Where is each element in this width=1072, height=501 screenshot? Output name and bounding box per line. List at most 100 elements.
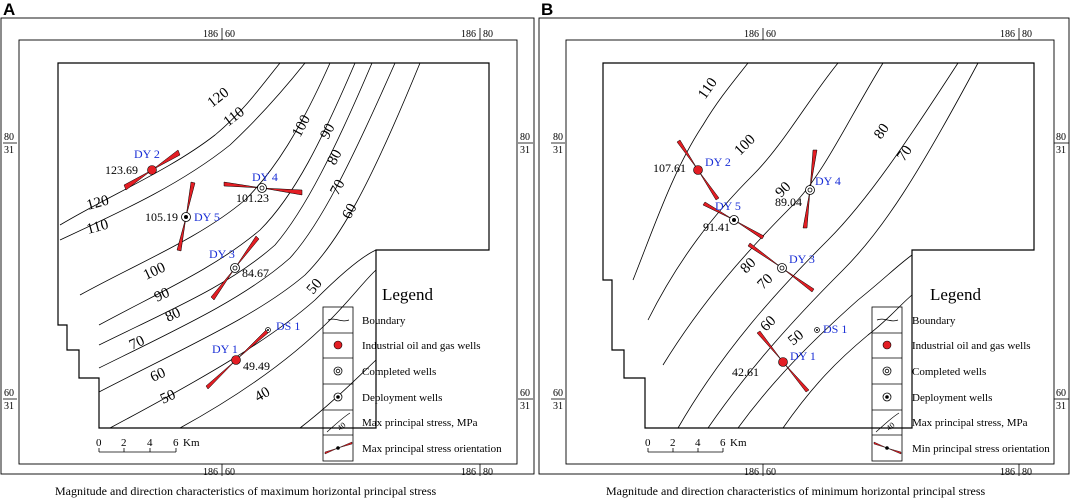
svg-text:6: 6	[720, 437, 726, 449]
svg-text:Completed wells: Completed wells	[362, 366, 436, 378]
svg-text:101.23: 101.23	[236, 191, 269, 205]
completed-well-icon	[230, 263, 240, 273]
well-dy4: DY 4 101.23	[223, 170, 303, 205]
svg-text:DY 4: DY 4	[252, 170, 278, 184]
well-dy2: DY 2 107.61	[653, 139, 731, 201]
svg-text:DY 5: DY 5	[715, 199, 741, 213]
svg-text:80: 80	[738, 255, 760, 277]
svg-text:Boundary: Boundary	[912, 315, 956, 327]
boundary	[602, 62, 1035, 429]
svg-text:70: 70	[755, 271, 777, 293]
svg-text:40: 40	[252, 384, 273, 405]
svg-text:Industrial oil and gas wells: Industrial oil and gas wells	[912, 340, 1031, 352]
svg-text:60: 60	[339, 201, 360, 222]
well-dy2: DY 2 123.69	[105, 147, 181, 191]
svg-text:DY 3: DY 3	[789, 252, 815, 266]
legend: Legend 40 Boundary Industrial oil and ga…	[322, 285, 502, 462]
svg-text:31: 31	[1056, 145, 1066, 156]
well-dy3: DY 3 84.67	[209, 235, 269, 301]
svg-text:2: 2	[670, 437, 676, 449]
svg-text:70: 70	[327, 177, 348, 198]
coord-top-left: 186	[203, 29, 218, 40]
svg-text:40: 40	[885, 420, 897, 432]
contour-sample-icon	[875, 412, 900, 433]
completed-well-icon	[333, 366, 343, 376]
svg-text:DS 1: DS 1	[823, 322, 847, 336]
svg-text:186: 186	[1000, 29, 1015, 40]
well-ds1: DS 1	[265, 319, 300, 333]
svg-text:40: 40	[336, 420, 348, 432]
panel-a-map: 186 60 186 80 186 60 186 80 80 31 60 31 …	[0, 17, 535, 478]
panel-b-letter: B	[541, 0, 554, 19]
svg-text:60: 60	[766, 29, 776, 40]
boundary	[57, 62, 490, 429]
svg-text:60: 60	[1056, 388, 1066, 399]
coord-left-upper-a: 80	[4, 132, 14, 143]
outer-frame	[538, 17, 1070, 475]
well-dy1: DY 1 49.49	[205, 329, 270, 390]
svg-text:60: 60	[758, 313, 780, 335]
svg-text:Km: Km	[183, 437, 200, 449]
svg-text:0: 0	[96, 437, 102, 449]
coord-top-right-b: 80	[483, 29, 493, 40]
svg-text:2: 2	[121, 437, 127, 449]
svg-text:70: 70	[127, 333, 147, 354]
svg-text:107.61: 107.61	[653, 161, 686, 175]
svg-text:50: 50	[158, 387, 178, 408]
svg-text:50: 50	[785, 327, 807, 349]
svg-text:Industrial oil and gas wells: Industrial oil and gas wells	[362, 340, 481, 352]
coord-left-lower-b: 31	[4, 401, 14, 412]
svg-text:80: 80	[163, 305, 183, 326]
coord-bottom-right-b: 80	[483, 467, 493, 478]
panel-a-letter: A	[3, 0, 16, 19]
well-dy5: DY 5 91.41	[702, 199, 765, 240]
coord-bottom-right: 186	[461, 467, 476, 478]
completed-well-icon	[882, 366, 892, 376]
outer-frame	[0, 17, 535, 475]
svg-text:Max principal stress orientati: Max principal stress orientation	[362, 443, 502, 455]
inner-frame	[18, 39, 518, 465]
svg-text:Min principal stress orientati: Min principal stress orientation	[912, 443, 1050, 455]
completed-well-icon	[805, 185, 815, 195]
contour-sample-icon	[326, 412, 351, 433]
svg-text:100: 100	[732, 132, 759, 159]
boundary-icon	[876, 318, 899, 322]
svg-text:4: 4	[147, 437, 153, 449]
svg-text:DY 5: DY 5	[194, 210, 220, 224]
svg-text:91.41: 91.41	[703, 220, 730, 234]
svg-text:84.67: 84.67	[242, 266, 269, 280]
svg-text:80: 80	[1022, 467, 1032, 478]
coord-right-upper-a: 80	[520, 132, 530, 143]
svg-text:110: 110	[695, 75, 721, 102]
scale-bar: 0 2 4 6 Km	[645, 437, 747, 453]
svg-text:DS 1: DS 1	[276, 319, 300, 333]
well-dy5: 105.19 DY 5	[145, 181, 220, 252]
svg-text:DY 2: DY 2	[705, 155, 731, 169]
industrial-well-icon	[231, 355, 241, 365]
industrial-well-icon	[333, 340, 343, 350]
svg-text:120: 120	[205, 85, 233, 111]
svg-text:60: 60	[148, 365, 168, 386]
contours	[632, 62, 979, 429]
svg-text:DY 1: DY 1	[790, 349, 816, 363]
industrial-well-icon	[882, 340, 892, 350]
svg-text:50: 50	[304, 276, 326, 298]
coord-left-upper-b: 31	[4, 145, 14, 156]
svg-text:100: 100	[141, 260, 168, 284]
coord-top-right: 186	[461, 29, 476, 40]
svg-text:80: 80	[1022, 29, 1032, 40]
svg-text:Max principal stress, MPa: Max principal stress, MPa	[362, 417, 478, 429]
svg-text:80: 80	[553, 132, 563, 143]
boundary-icon	[327, 318, 350, 322]
svg-text:80: 80	[871, 121, 893, 142]
svg-text:105.19: 105.19	[145, 210, 178, 224]
coord-right-upper-b: 31	[520, 145, 530, 156]
svg-text:Km: Km	[730, 437, 747, 449]
svg-text:6: 6	[173, 437, 179, 449]
legend-title: Legend	[382, 285, 433, 304]
well-dy4: DY 4 89.04	[775, 149, 841, 229]
svg-text:110: 110	[85, 217, 110, 238]
panel-b-caption: Magnitude and direction characteristics …	[606, 484, 986, 498]
svg-text:80: 80	[324, 147, 345, 168]
coord-top-left-b: 60	[225, 29, 235, 40]
